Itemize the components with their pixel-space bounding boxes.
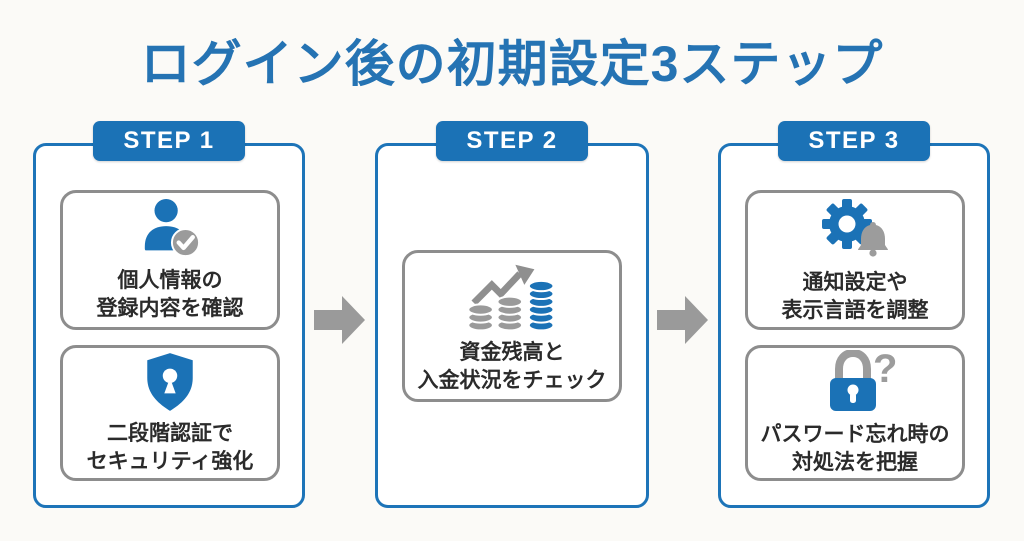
card-text-line: 資金残高と xyxy=(459,340,565,364)
coins-growth-icon xyxy=(462,258,562,332)
shield-keyhole-icon xyxy=(142,351,198,413)
step-2-panel: STEP 2 資金残高と 入金状況をチェック xyxy=(375,121,649,508)
step-1-panel: STEP 1 個人情報の 登録内容を確認 xyxy=(33,121,305,508)
card-funds-check: 資金残高と 入金状況をチェック xyxy=(402,250,622,402)
step-3-badge: STEP 3 xyxy=(778,121,930,161)
card-two-factor: 二段階認証で セキュリティ強化 xyxy=(60,345,280,481)
card-text: 資金残高と 入金状況をチェック xyxy=(418,339,607,394)
card-text-line: 通知設定や xyxy=(802,270,908,294)
lock-question-icon: ? xyxy=(810,349,900,414)
gear-bell-icon xyxy=(813,196,897,262)
card-notifications: 通知設定や 表示言語を調整 xyxy=(745,190,965,330)
right-block-arrow-icon xyxy=(314,296,365,344)
card-text-line: 二段階認証で xyxy=(107,421,233,445)
card-text-line: 入金状況をチェック xyxy=(417,368,607,392)
page-title: ログイン後の初期設定3ステップ xyxy=(140,36,884,92)
card-text-line: 対処法を把握 xyxy=(792,450,918,474)
step-2-badge: STEP 2 xyxy=(436,121,588,161)
card-text-line: セキュリティ強化 xyxy=(86,449,254,473)
step-3-panel: STEP 3 xyxy=(718,121,990,508)
step-1-badge: STEP 1 xyxy=(93,121,245,161)
card-text-line: 登録内容を確認 xyxy=(96,296,244,320)
card-personal-info: 個人情報の 登録内容を確認 xyxy=(60,190,280,330)
user-check-icon xyxy=(134,198,206,260)
card-text: 二段階認証で セキュリティ強化 xyxy=(87,420,254,475)
card-text-line: 個人情報の xyxy=(117,268,223,292)
card-password-recovery: ? パスワード忘れ時の 対処法を把握 xyxy=(745,345,965,481)
svg-text:?: ? xyxy=(873,350,897,391)
card-text: 個人情報の 登録内容を確認 xyxy=(97,267,244,322)
right-block-arrow-icon xyxy=(657,296,708,344)
card-text: 通知設定や 表示言語を調整 xyxy=(782,269,929,324)
card-text-line: パスワード忘れ時の xyxy=(760,422,950,446)
card-text-line: 表示言語を調整 xyxy=(781,298,929,322)
card-text: パスワード忘れ時の 対処法を把握 xyxy=(761,421,950,476)
